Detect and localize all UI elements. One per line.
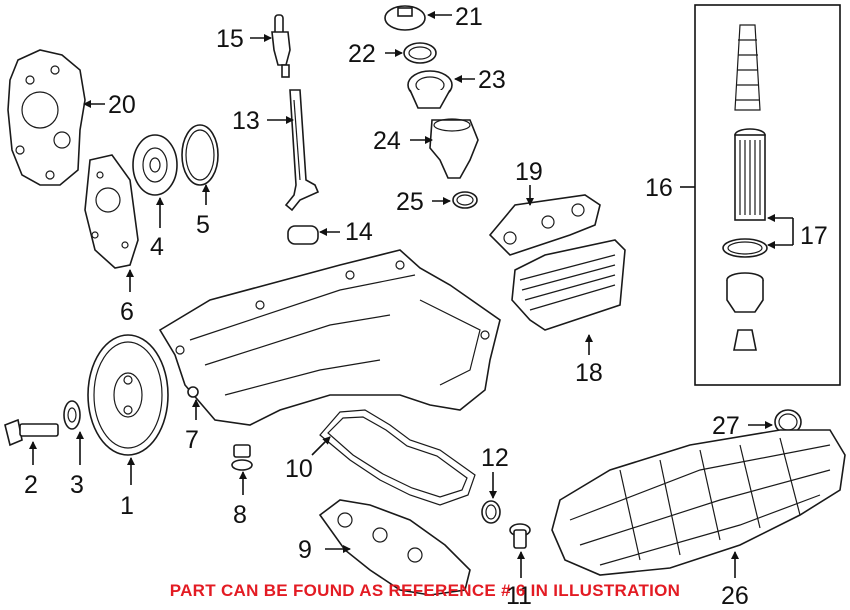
intake-manifold-part[interactable]: [551, 429, 846, 576]
callout-number: 3: [70, 471, 84, 499]
drain-plug-part[interactable]: [231, 444, 253, 471]
callout-27: 27: [712, 412, 773, 440]
callout-number: 2: [24, 471, 38, 499]
seal-cover-part[interactable]: [84, 154, 139, 269]
callout-9: 9: [298, 536, 351, 564]
callout-10: 10: [285, 436, 331, 483]
o-ring-part[interactable]: [181, 124, 219, 186]
dowel-pin-part[interactable]: [187, 386, 199, 398]
callout-16: 16: [645, 174, 695, 202]
callout-number: 20: [108, 91, 136, 119]
callout-6: 6: [120, 269, 134, 326]
callout-8: 8: [233, 471, 247, 529]
timing-cover-part[interactable]: [7, 49, 86, 186]
oil-level-sensor-part[interactable]: [271, 14, 291, 78]
callout-number: 6: [120, 298, 134, 326]
callout-7: 7: [185, 399, 200, 454]
callout-number: 7: [185, 426, 199, 454]
callout-number: 1: [120, 492, 134, 520]
oil-pan-part[interactable]: [158, 249, 501, 426]
callout-19: 19: [515, 158, 543, 206]
filter-kit-box: [694, 4, 841, 386]
dipstick-tube-part[interactable]: [284, 89, 320, 212]
callout-number: 13: [232, 107, 260, 135]
callout-number: 18: [575, 359, 603, 387]
callout-5: 5: [196, 184, 210, 239]
bolt-part[interactable]: [4, 418, 59, 447]
rubber-plug-part[interactable]: [287, 225, 319, 245]
callout-25: 25: [396, 188, 451, 216]
callout-number: 8: [233, 501, 247, 529]
callout-12: 12: [481, 444, 509, 499]
callout-17: 17: [767, 214, 828, 250]
drain-plug-seal-part[interactable]: [481, 500, 501, 524]
callout-number: 25: [396, 188, 424, 216]
callout-number: 27: [712, 412, 740, 440]
callout-14: 14: [319, 218, 373, 246]
pipe-seal-part[interactable]: [452, 191, 478, 209]
callout-3: 3: [70, 431, 84, 499]
drain-valve-part[interactable]: [733, 329, 757, 351]
filler-seal-part[interactable]: [403, 42, 437, 64]
callout-4: 4: [150, 197, 164, 261]
callout-number: 14: [345, 218, 373, 246]
filter-spring-part[interactable]: [734, 24, 761, 111]
callout-1: 1: [120, 457, 135, 520]
callout-number: 16: [645, 174, 673, 202]
callout-24: 24: [373, 127, 433, 155]
washer-part[interactable]: [63, 400, 81, 430]
lower-oil-pan-part[interactable]: [318, 499, 471, 596]
callout-number: 4: [150, 233, 164, 261]
callout-2: 2: [24, 441, 38, 499]
pulley-part[interactable]: [132, 134, 178, 196]
callout-number: 15: [216, 25, 244, 53]
filler-pipe-part[interactable]: [429, 118, 479, 179]
callout-11: 11: [506, 551, 532, 610]
callout-18: 18: [575, 334, 603, 387]
oil-pan-gasket-part[interactable]: [319, 409, 476, 506]
callout-number: 26: [721, 582, 749, 610]
filter-housing-cap-part[interactable]: [726, 272, 764, 313]
oil-cooler-part[interactable]: [511, 239, 626, 331]
callout-number: 10: [285, 455, 313, 483]
callout-number: 23: [478, 66, 506, 94]
callout-13: 13: [232, 107, 294, 135]
callout-number: 17: [800, 222, 828, 250]
callout-number: 5: [196, 211, 210, 239]
flexplate-part[interactable]: [87, 334, 169, 456]
callout-23: 23: [454, 66, 506, 94]
callout-26: 26: [721, 551, 749, 610]
callout-number: 24: [373, 127, 401, 155]
callout-number: 9: [298, 536, 312, 564]
oil-filler-cap-part[interactable]: [384, 5, 426, 31]
callout-15: 15: [216, 25, 272, 53]
callout-21: 21: [427, 3, 483, 31]
callout-number: 19: [515, 158, 543, 186]
filler-neck-part[interactable]: [407, 70, 453, 109]
callout-number: 11: [506, 582, 532, 610]
callout-number: 12: [481, 444, 509, 472]
filter-o-ring-part[interactable]: [722, 238, 768, 258]
callout-20: 20: [83, 91, 136, 119]
callout-22: 22: [348, 40, 403, 68]
oil-filter-element-part[interactable]: [734, 128, 766, 221]
callout-number: 22: [348, 40, 376, 68]
callout-number: 21: [455, 3, 483, 31]
oil-drain-plug-part[interactable]: [509, 523, 531, 549]
reference-note: PART CAN BE FOUND AS REFERENCE # 6 IN IL…: [169, 581, 681, 600]
